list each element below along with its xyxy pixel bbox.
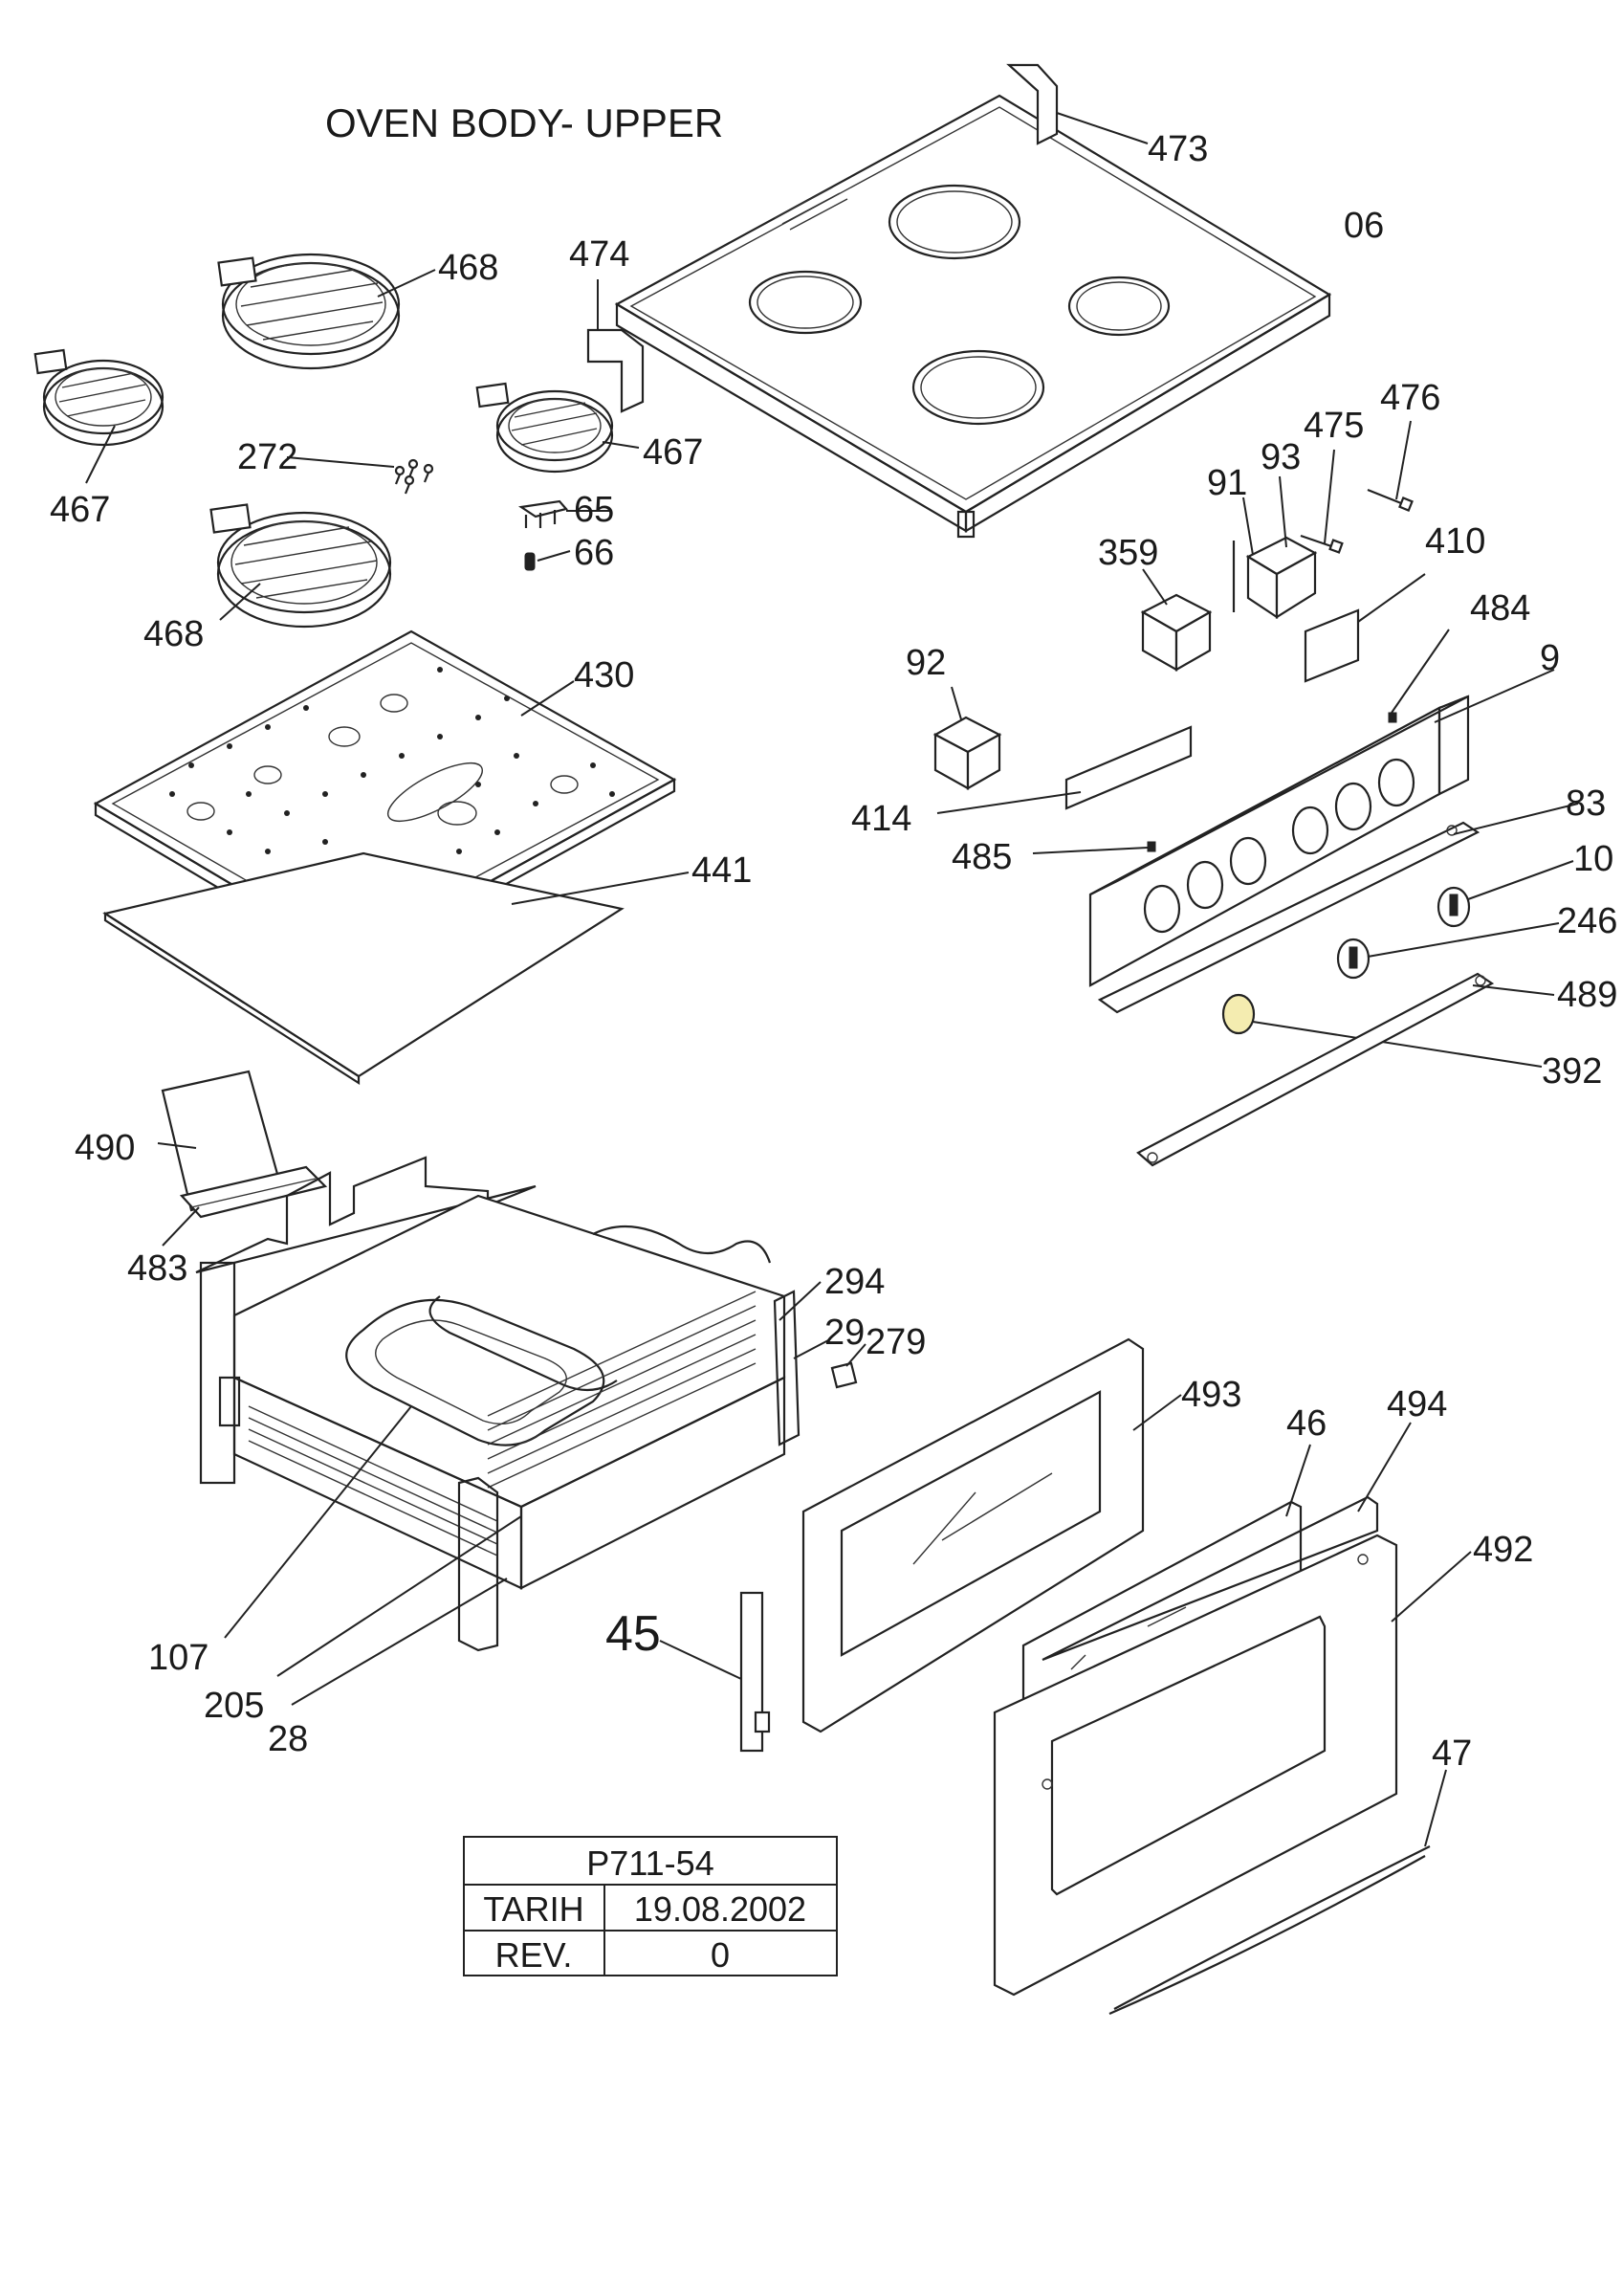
label-65: 65 [574, 490, 614, 530]
part-trim-strip-83 [1097, 803, 1579, 1014]
label-272: 272 [237, 437, 297, 477]
date-value: 19.08.2002 [634, 1889, 806, 1929]
label-468-bottom: 468 [143, 614, 204, 654]
label-92: 92 [906, 643, 946, 683]
label-489: 489 [1557, 975, 1617, 1015]
part-burner-ring-467-mid [475, 382, 640, 474]
part-control-panel [1032, 629, 1555, 987]
part-279 [830, 1343, 866, 1389]
label-467-mid: 467 [643, 432, 703, 473]
label-473: 473 [1148, 129, 1208, 169]
part-65-66 [518, 499, 610, 571]
label-441: 441 [691, 850, 752, 891]
part-duct-490 [157, 1070, 328, 1247]
label-10: 10 [1573, 839, 1613, 879]
label-474: 474 [569, 234, 629, 275]
rev-value: 0 [711, 1935, 730, 1975]
label-9: 9 [1540, 638, 1560, 678]
label-485: 485 [952, 837, 1012, 877]
part-glass-494 [1042, 1422, 1412, 1662]
part-outer-door-492 [993, 1534, 1472, 1997]
label-107: 107 [148, 1638, 208, 1678]
label-46: 46 [1286, 1403, 1327, 1444]
label-483: 483 [127, 1248, 187, 1289]
rev-label: REV. [495, 1935, 573, 1975]
part-side-bracket [586, 279, 645, 413]
part-burner-ring-468-bottom [209, 503, 392, 629]
label-359: 359 [1098, 533, 1158, 573]
label-06: 06 [1344, 206, 1384, 246]
label-91: 91 [1207, 463, 1247, 503]
label-294: 294 [824, 1262, 885, 1302]
part-oven-cavity [195, 1156, 831, 1706]
diagram-title: OVEN BODY- UPPER [325, 100, 723, 145]
part-knobs [1221, 860, 1574, 1068]
label-468-top: 468 [438, 248, 498, 288]
label-83: 83 [1566, 784, 1606, 824]
part-control-components [932, 420, 1426, 814]
part-cooktop [614, 94, 1332, 539]
part-clips [286, 456, 434, 495]
label-205: 205 [204, 1686, 264, 1726]
label-279: 279 [866, 1322, 926, 1362]
label-414: 414 [851, 799, 911, 839]
part-burner-ring-468-top [217, 253, 436, 370]
drawing-number: P711-54 [586, 1843, 713, 1883]
part-inner-door-493 [801, 1337, 1182, 1733]
label-476: 476 [1380, 378, 1440, 418]
label-484: 484 [1470, 588, 1530, 629]
callout-labels: 473 06 474 468 467 272 467 65 66 468 430… [50, 129, 1617, 1774]
label-93: 93 [1261, 437, 1301, 477]
label-29: 29 [824, 1313, 865, 1353]
date-label: TARIH [483, 1889, 583, 1929]
label-475: 475 [1304, 406, 1364, 446]
label-467-left: 467 [50, 490, 110, 530]
label-66: 66 [574, 533, 614, 573]
label-392: 392 [1542, 1051, 1602, 1092]
part-burner-ring-467-left [33, 348, 164, 484]
part-handle-47 [1108, 1769, 1447, 2016]
part-trim-strip-489 [1136, 972, 1555, 1167]
label-246: 246 [1557, 901, 1617, 941]
label-430: 430 [574, 655, 634, 695]
part-insulation-sheet [102, 851, 690, 1086]
label-490: 490 [75, 1128, 135, 1168]
label-494: 494 [1387, 1384, 1447, 1424]
label-45: 45 [605, 1606, 661, 1662]
label-28: 28 [268, 1719, 308, 1759]
label-493: 493 [1181, 1375, 1241, 1415]
part-hinge-45 [659, 1591, 771, 1753]
title-block: P711-54 TARIH 19.08.2002 REV. 0 [463, 1836, 838, 1976]
label-410: 410 [1425, 521, 1485, 562]
label-492: 492 [1473, 1530, 1533, 1570]
label-47: 47 [1432, 1733, 1472, 1774]
part-rear-bracket [1006, 63, 1149, 145]
